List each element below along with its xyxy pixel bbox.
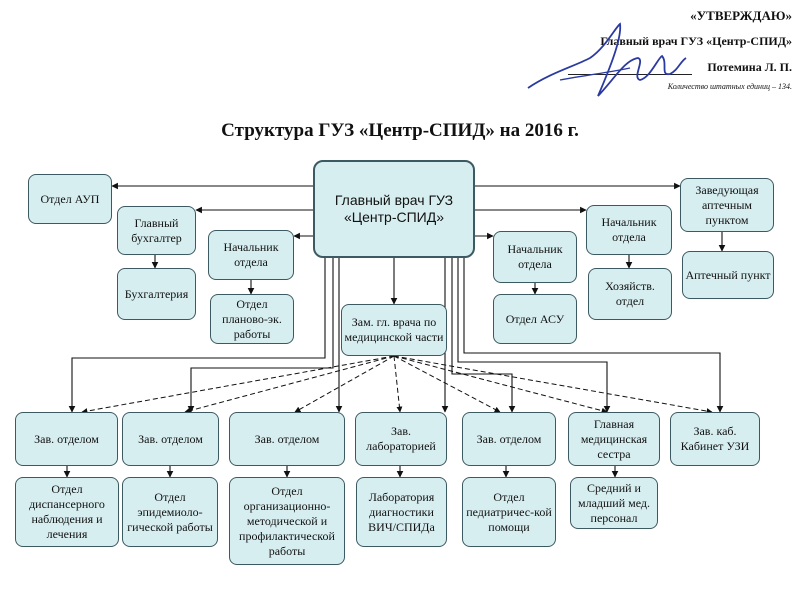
head-epidemiology-node: Зав. отделом (122, 412, 219, 466)
approval-position: Главный врач ГУЗ «Центр-СПИД» (600, 34, 792, 48)
head-lab-node: Зав. лабораторией (355, 412, 447, 466)
nursing-staff-node: Средний и младший мед. персонал (570, 477, 658, 529)
chief-accountant-node: Главный бухгалтер (117, 206, 196, 255)
asu-head-node: Начальник отдела (493, 231, 577, 283)
approval-signatory: Потемина Л. П. (707, 60, 792, 74)
asu-dept-node: Отдел АСУ (493, 294, 577, 344)
chief-physician-node: Главный врач ГУЗ «Центр-СПИД» (313, 160, 475, 258)
head-ultrasound-node: Зав. каб. Кабинет УЗИ (670, 412, 760, 466)
household-head-node: Начальник отдела (586, 205, 672, 255)
aup-dept-node: Отдел АУП (28, 174, 112, 224)
head-methodology-node: Зав. отделом (229, 412, 345, 466)
head-dispensary-node: Зав. отделом (15, 412, 118, 466)
handwritten-signature (527, 22, 687, 97)
pharmacy-node: Аптечный пункт (682, 251, 774, 299)
pediatric-dept-node: Отдел педиатричес-кой помощи (462, 477, 556, 547)
dispensary-dept-node: Отдел диспансерного наблюдения и лечения (15, 477, 119, 547)
epidemiology-dept-node: Отдел эпидемиоло-гической работы (122, 477, 218, 547)
pharmacy-head-node: Заведующая аптечным пунктом (680, 178, 774, 232)
head-pediatric-node: Зав. отделом (462, 412, 556, 466)
methodology-dept-node: Отдел организационно-методической и проф… (229, 477, 345, 565)
staff-count: Количество штатных единиц – 134. (667, 82, 792, 91)
page-title: Структура ГУЗ «Центр-СПИД» на 2016 г. (221, 120, 579, 141)
signature-line (568, 74, 692, 75)
planning-dept-node: Отдел планово-эк. работы (210, 294, 294, 344)
planning-head-node: Начальник отдела (208, 230, 294, 280)
deputy-medical-node: Зам. гл. врача по медицинской части (341, 304, 447, 356)
lab-dept-node: Лаборатория диагностики ВИЧ/СПИДа (356, 477, 447, 547)
approval-label: «УТВЕРЖДАЮ» (690, 8, 792, 23)
accounting-node: Бухгалтерия (117, 268, 196, 320)
household-dept-node: Хозяйств. отдел (588, 268, 672, 320)
head-nurse-node: Главная медицинская сестра (568, 412, 660, 466)
